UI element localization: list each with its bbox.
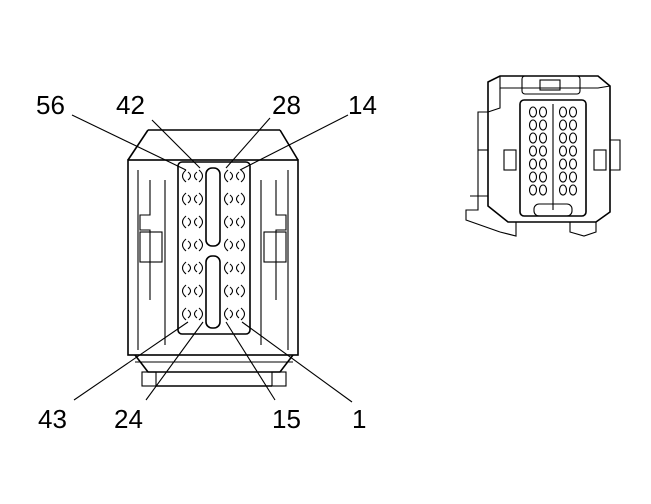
connector-isometric-view	[465, 75, 621, 237]
pin-cavity	[198, 215, 204, 229]
pin-cavity	[198, 192, 204, 206]
pin-label-24: 24	[114, 404, 143, 434]
pin-cavity	[181, 238, 187, 252]
iso-pin-cavity	[538, 145, 548, 157]
iso-pin-cavity	[568, 158, 578, 170]
iso-pin-cavity	[538, 171, 548, 183]
pin-cavity	[198, 307, 204, 321]
iso-pin-cavity	[558, 158, 568, 170]
iso-pin-cavity	[528, 106, 538, 118]
pin-cavity-inner	[229, 194, 234, 204]
iso-pin-cavity	[558, 184, 568, 196]
iso-pin-cavity	[528, 158, 538, 170]
pin-cavity-inner	[187, 194, 192, 204]
pin-cavity	[240, 284, 246, 298]
iso-pin-cavity	[528, 184, 538, 196]
pin-cavity-inner	[187, 171, 192, 181]
pin-cavity	[223, 215, 229, 229]
pin-cavity-inner	[235, 217, 240, 227]
iso-pin-cavities	[528, 106, 578, 196]
pin-label-43: 43	[38, 404, 67, 434]
iso-pin-cavity	[528, 132, 538, 144]
pin-cavity-inner	[187, 217, 192, 227]
pin-label-56: 56	[36, 90, 65, 120]
pin-cavity	[198, 261, 204, 275]
iso-pin-cavity	[558, 106, 568, 118]
pin-label-28: 28	[272, 90, 301, 120]
pin-cavity-inner	[187, 286, 192, 296]
iso-pin-cavity	[558, 145, 568, 157]
iso-pin-cavity	[538, 132, 548, 144]
iso-pin-cavity	[568, 119, 578, 131]
iso-pin-cavity	[558, 171, 568, 183]
pin-cavity-inner	[187, 263, 192, 273]
pin-cavity	[240, 215, 246, 229]
pin-label-14: 14	[348, 90, 377, 120]
pin-cavity-inner	[235, 171, 240, 181]
iso-pin-cavity	[568, 132, 578, 144]
pin-cavity-inner	[193, 171, 198, 181]
iso-pin-cavity	[538, 119, 548, 131]
pin-cavity	[181, 307, 187, 321]
pin-cavity	[198, 238, 204, 252]
iso-pin-cavity	[568, 184, 578, 196]
leader-lines	[71, 114, 353, 403]
iso-pin-cavity	[558, 119, 568, 131]
pin-cavity	[181, 284, 187, 298]
pin-cavity-inner	[187, 240, 192, 250]
pin-label-1: 1	[352, 404, 366, 434]
iso-pin-cavity	[558, 132, 568, 144]
pin-cavity	[198, 284, 204, 298]
pin-cavity	[181, 215, 187, 229]
pin-cavity-inner	[193, 240, 198, 250]
iso-pin-cavity	[568, 171, 578, 183]
pin-cavity-inner	[235, 263, 240, 273]
pin-cavity	[240, 169, 246, 183]
iso-pin-cavity	[538, 106, 548, 118]
pin-cavity-inner	[235, 286, 240, 296]
pin-cavity-inner	[229, 217, 234, 227]
pin-cavity	[198, 169, 204, 183]
pin-cavity	[223, 261, 229, 275]
pin-cavity-inner	[229, 309, 234, 319]
pin-cavity-inner	[235, 240, 240, 250]
pin-cavity	[181, 169, 187, 183]
iso-pin-cavity	[568, 145, 578, 157]
pin-cavity-inner	[193, 263, 198, 273]
pin-cavity-inner	[229, 171, 234, 181]
pin-cavity	[223, 284, 229, 298]
connector-front-view	[127, 129, 299, 387]
pin-cavity-inner	[193, 286, 198, 296]
pin-cavity	[223, 238, 229, 252]
pin-label-15: 15	[272, 404, 301, 434]
pin-cavity-inner	[193, 217, 198, 227]
pin-cavity-grid	[181, 169, 246, 321]
pin-cavity-inner	[193, 194, 198, 204]
pin-cavity	[240, 192, 246, 206]
pin-cavity-inner	[193, 309, 198, 319]
iso-pin-cavity	[538, 158, 548, 170]
pin-cavity-inner	[235, 194, 240, 204]
iso-pin-cavity	[538, 184, 548, 196]
pin-cavity-inner	[229, 263, 234, 273]
iso-pin-cavity	[528, 171, 538, 183]
iso-pin-cavity	[528, 119, 538, 131]
pin-cavity	[240, 307, 246, 321]
pin-cavity	[240, 238, 246, 252]
pin-cavity-inner	[187, 309, 192, 319]
pin-cavity	[181, 261, 187, 275]
pin-cavity	[223, 307, 229, 321]
pin-cavity-inner	[235, 309, 240, 319]
pin-cavity	[240, 261, 246, 275]
pin-cavity	[223, 169, 229, 183]
pin-cavity	[223, 192, 229, 206]
pin-cavity-inner	[229, 286, 234, 296]
iso-pin-cavity	[528, 145, 538, 157]
pin-cavity-inner	[229, 240, 234, 250]
pin-cavity	[181, 192, 187, 206]
pin-label-42: 42	[116, 90, 145, 120]
iso-pin-cavity	[568, 106, 578, 118]
